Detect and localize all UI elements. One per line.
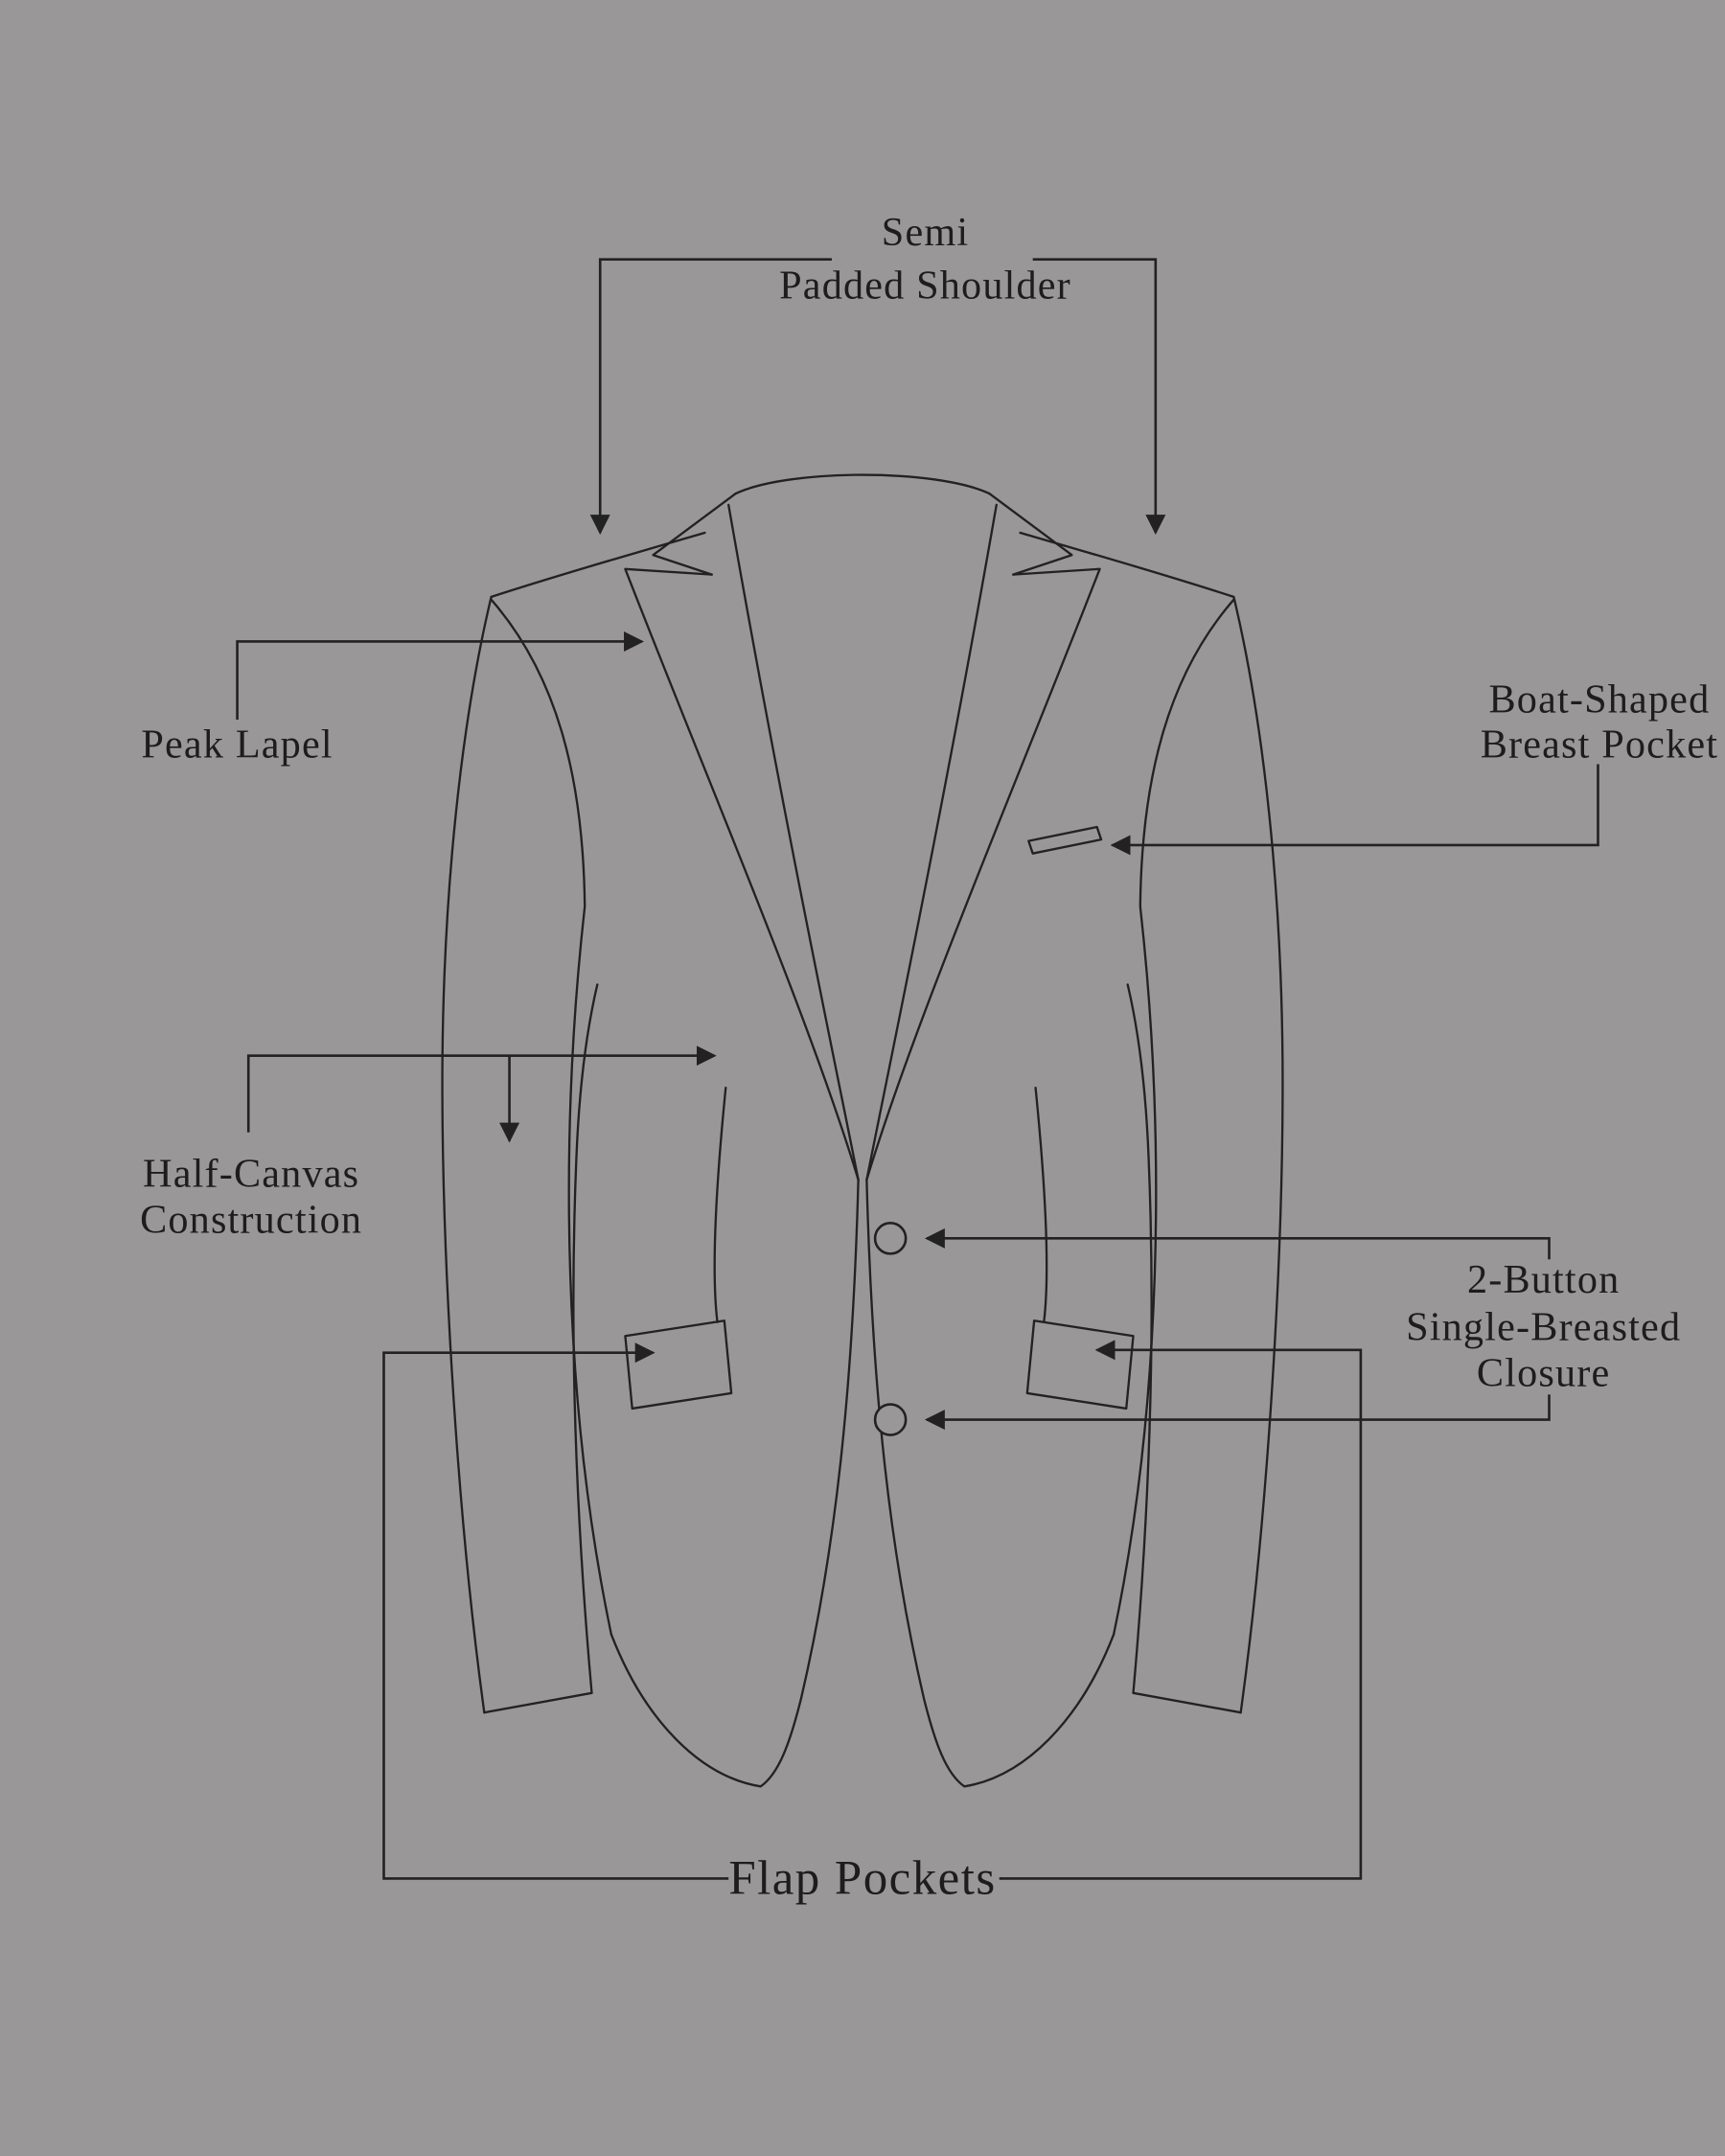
jacket-collar-left <box>652 493 737 576</box>
jacket-drawing <box>441 473 1284 1788</box>
shoulder-callout-line-left <box>589 258 832 536</box>
label-half-canvas-line-2: Construction <box>140 1198 362 1243</box>
label-breast-pocket-line-1: Boat-Shaped <box>1488 677 1710 722</box>
jacket-back-collar <box>734 473 991 495</box>
jacket-dart-left <box>713 1087 727 1323</box>
jacket-sleeve-right-outer <box>1232 595 1284 1714</box>
peak-lapel-callout-line <box>236 631 644 720</box>
label-shoulder-line-2: Padded Shoulder <box>779 263 1071 308</box>
label-shoulder-line-1: Semi <box>882 210 969 255</box>
jacket-peak-lapel-right <box>865 567 1101 1181</box>
breast-pocket-callout-line <box>1110 764 1599 856</box>
label-closure-line-3: Closure <box>1477 1351 1610 1396</box>
callout-lines <box>236 258 1599 1880</box>
flap-pockets-callout-line-right <box>999 1340 1363 1880</box>
jacket-front-edge-right <box>865 1179 1116 1788</box>
jacket-side-seam-right <box>1112 598 1235 1636</box>
jacket-shoulder-left <box>490 531 706 599</box>
label-breast-pocket-line-2: Breast Pocket <box>1481 722 1718 767</box>
label-peak-lapel: Peak Lapel <box>141 722 333 767</box>
flap-pocket-right <box>1025 1319 1135 1411</box>
flap-pocket-left <box>624 1319 733 1411</box>
shoulder-callout-line-right <box>1032 258 1166 536</box>
jacket-collar-right <box>988 493 1073 576</box>
flap-pockets-callout-line-left <box>382 1342 729 1880</box>
button-bottom <box>873 1403 908 1436</box>
jacket-sleeve-right-inner <box>1126 983 1153 1694</box>
label-half-canvas-line-1: Half-Canvas <box>143 1152 359 1197</box>
jacket-cuff-left <box>483 1691 593 1714</box>
label-closure-line-1: 2-Button <box>1467 1257 1620 1302</box>
jacket-sleeve-left-inner <box>572 983 599 1694</box>
label-closure-line-2: Single-Breasted <box>1406 1305 1681 1350</box>
closure-callout-line-top <box>924 1227 1551 1260</box>
button-top <box>873 1222 908 1255</box>
label-flap-pockets: Flap Pockets <box>728 1851 996 1905</box>
jacket-dart-right <box>1034 1087 1048 1323</box>
half-canvas-callout-line <box>246 1045 717 1133</box>
jacket-peak-lapel-left <box>624 567 860 1181</box>
jacket-lapel-roll-left <box>727 503 860 1181</box>
closure-callout-line-bottom <box>924 1394 1551 1431</box>
jacket-sleeve-left-outer <box>441 595 493 1714</box>
jacket-front-edge-left <box>610 1179 860 1788</box>
callout-labels: Semi Padded Shoulder Peak Lapel Boat-Sha… <box>140 210 1718 1905</box>
breast-pocket-welt <box>1027 825 1103 855</box>
jacket-cuff-right <box>1132 1691 1242 1714</box>
jacket-side-seam-left <box>490 598 613 1636</box>
jacket-lapel-roll-right <box>865 503 998 1181</box>
jacket-shoulder-right <box>1019 531 1235 599</box>
